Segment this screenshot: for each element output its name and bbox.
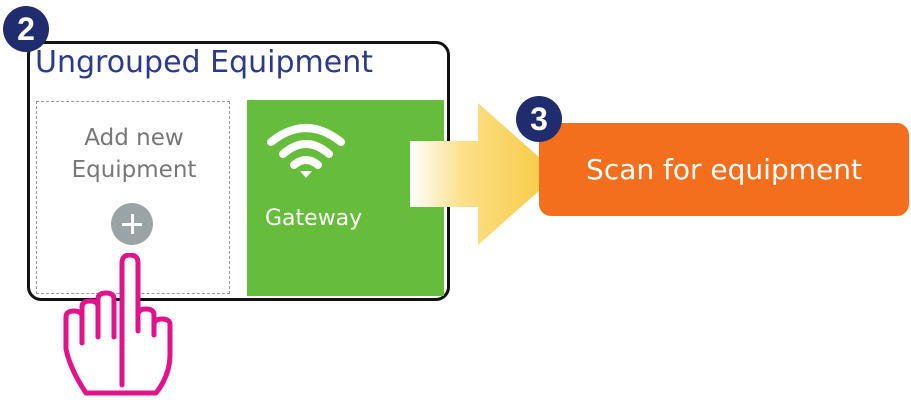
hand-pointer-icon <box>63 253 173 396</box>
wifi-icon <box>267 124 345 178</box>
scan-for-equipment-button[interactable]: Scan for equipment <box>539 123 909 216</box>
add-tile-label-line1: Add new <box>84 125 184 151</box>
step-2-badge: 2 <box>3 6 49 52</box>
group-title: Ungrouped Equipment <box>35 45 373 80</box>
arrow-right-icon <box>410 103 558 245</box>
step-3-badge: 3 <box>516 96 562 142</box>
plus-circle-icon[interactable] <box>111 203 153 245</box>
add-tile-label: Add new Equipment <box>37 122 231 186</box>
add-tile-label-line2: Equipment <box>71 157 197 183</box>
gateway-label: Gateway <box>265 206 363 231</box>
